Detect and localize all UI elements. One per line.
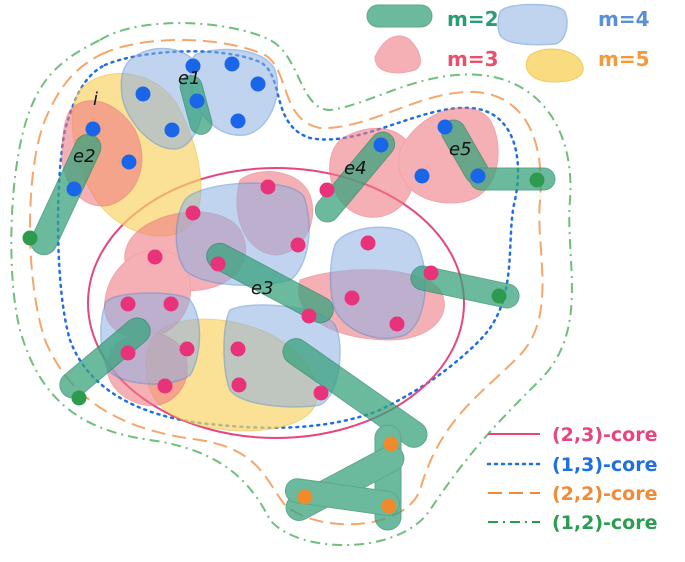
node-magenta [231,377,247,393]
core-boundaries [10,22,573,547]
hyperedge-m2-left-bottom [59,317,151,399]
node-orange [297,489,313,505]
node-magenta [313,385,329,401]
node-magenta [185,205,201,221]
nodes-green [22,172,545,406]
node-magenta [147,249,163,265]
legend-hyperedge-sizes: m=2 m=3 m=4 m=5 [447,7,650,71]
node-magenta [260,179,276,195]
legend-core-2-2-label: (2,2)-core [552,483,657,505]
node-magenta [360,235,376,251]
edge-labels: e1 e2 e3 e4 e5 i [73,68,472,299]
node-blue [85,121,101,137]
core-1-2-boundary [10,22,573,547]
hyperedge-m3-legend [374,35,421,74]
node-blue [135,86,151,102]
node-blue [437,119,453,135]
legend-cores: (2,3)-core (1,3)-core (2,2)-core (1,2)-c… [486,424,657,534]
legend-m5-label: m=5 [598,47,650,71]
node-blue [414,168,430,184]
node-magenta [179,341,195,357]
nodes-blue [66,56,486,197]
node-blue [185,58,201,74]
node-green [22,230,38,246]
label-i: i [93,89,98,110]
node-blue [66,181,82,197]
node-magenta [163,296,179,312]
node-blue [470,168,486,184]
node-blue [230,113,246,129]
node-magenta [120,345,136,361]
legend-core-1-3-label: (1,3)-core [552,454,657,476]
node-orange [381,498,397,514]
label-e1: e1 [178,68,201,89]
legend-core-1-2-label: (1,2)-core [552,512,657,534]
node-blue [373,137,389,153]
node-blue [189,93,205,109]
hyperedge-m2-e4 [314,131,396,223]
nodes-magenta [120,179,439,401]
hyperedge-m2-bottom-diag [282,338,428,448]
node-magenta [157,378,173,394]
node-magenta [230,341,246,357]
node-magenta [301,308,317,324]
core-1-3-boundary [56,50,520,430]
node-orange [383,436,399,452]
legend-m3-label: m=3 [447,47,499,71]
label-e2: e2 [73,146,96,167]
node-magenta [120,296,136,312]
legend-m2-label: m=2 [447,7,499,31]
node-blue [224,56,240,72]
label-e3: e3 [251,278,274,299]
hyperedge-m2-e3 [206,242,334,324]
node-blue [164,122,180,138]
hyperedge-m4-right [329,226,426,339]
nodes-orange [297,436,399,514]
node-green [529,172,545,188]
node-magenta [210,256,226,272]
legend-core-2-3-label: (2,3)-core [552,424,657,446]
node-magenta [389,316,405,332]
hyperedge-m5-legend [525,48,584,83]
hyperedge-m2-bottom-flat [284,478,401,516]
node-magenta [423,265,439,281]
label-e5: e5 [449,139,472,160]
node-green [491,288,507,304]
node-green [71,390,87,406]
hyperedge-m4-e1 [120,47,205,150]
hyperedge-m2-legend [366,4,433,28]
hyperedge-m4-legend [497,3,568,46]
label-e4: e4 [344,158,367,179]
core-2-3-boundary [87,167,465,439]
core-2-2-boundary [29,39,544,526]
node-magenta [290,237,306,253]
node-magenta [344,290,360,306]
legend-m4-label: m=4 [598,7,650,31]
node-blue [121,154,137,170]
node-blue [250,76,266,92]
hyperedges-m2 [30,4,556,531]
node-magenta [319,182,335,198]
